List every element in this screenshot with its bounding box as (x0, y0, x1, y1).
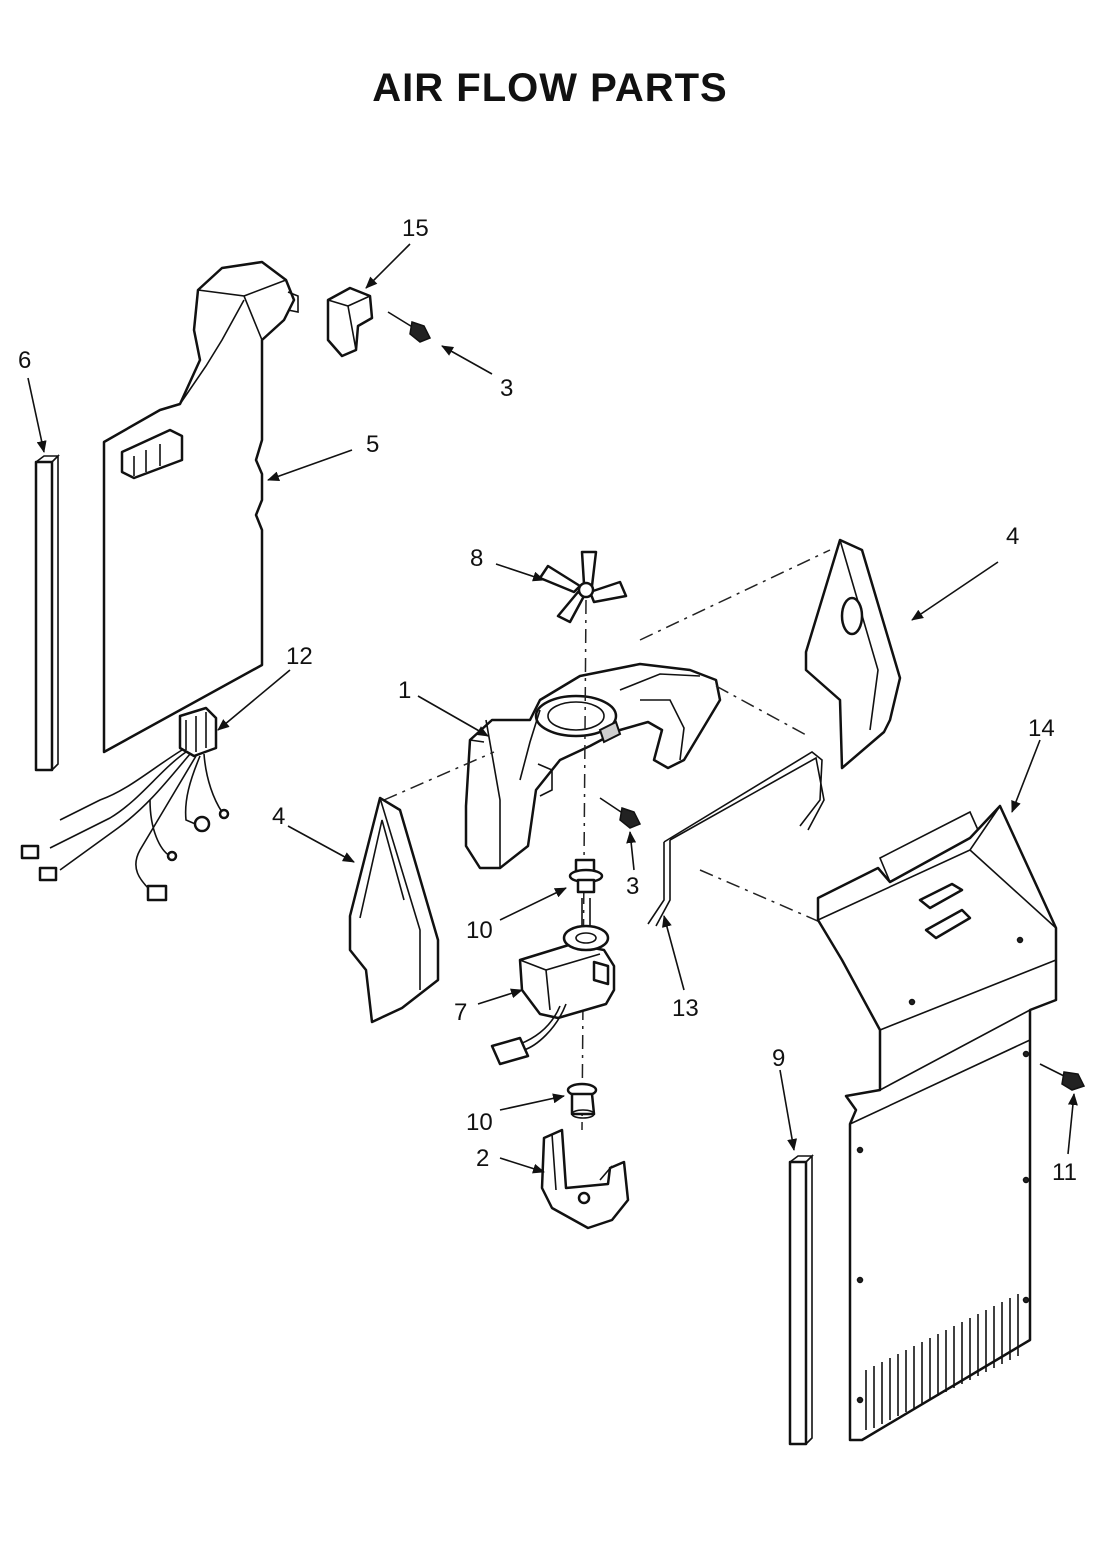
callout-3-top: 3 (500, 375, 513, 402)
motor-bushing-top (568, 858, 604, 894)
air-duct-cover (102, 260, 299, 754)
callout-4-right: 4 (1006, 523, 1019, 550)
callout-10-bottom: 10 (466, 1109, 493, 1136)
callout-12: 12 (286, 643, 313, 670)
callout-13: 13 (672, 995, 699, 1022)
screw-panel (1039, 1063, 1086, 1091)
gasket-strip-left (34, 454, 60, 772)
callout-14: 14 (1028, 715, 1055, 742)
wire-bracket (647, 751, 825, 927)
duct-seal-right (804, 538, 902, 770)
callout-7: 7 (454, 999, 467, 1026)
diagram-title: AIR FLOW PARTS (372, 66, 728, 110)
rear-air-duct-panel (816, 804, 1058, 1442)
motor-bracket (540, 1128, 630, 1230)
callout-15: 15 (402, 215, 429, 242)
callout-10-top: 10 (466, 917, 493, 944)
fan-blade (538, 550, 628, 624)
screw-middle (599, 797, 642, 829)
wire-harness (20, 706, 230, 902)
callout-6: 6 (18, 347, 31, 374)
gasket-strip-right (788, 1154, 814, 1446)
callout-labels: 15 3 6 5 8 4 12 1 14 4 3 10 7 13 9 10 2 … (18, 215, 1077, 1186)
fan-motor (490, 898, 616, 1066)
callout-5: 5 (366, 431, 379, 458)
screw-top (387, 311, 432, 343)
callout-11: 11 (1052, 1159, 1077, 1186)
callout-4-left: 4 (272, 803, 285, 830)
motor-bushing-bottom (566, 1082, 598, 1119)
callout-8: 8 (470, 545, 483, 572)
damper-cap (326, 286, 374, 358)
callout-2: 2 (476, 1145, 489, 1172)
duct-seal-left (348, 796, 440, 1024)
leader-arrows (27, 243, 1078, 1174)
assembly-lines (383, 549, 831, 1131)
callout-3-middle: 3 (626, 873, 639, 900)
callout-1: 1 (398, 677, 411, 704)
callout-9: 9 (772, 1045, 785, 1072)
fan-shroud (464, 662, 722, 870)
